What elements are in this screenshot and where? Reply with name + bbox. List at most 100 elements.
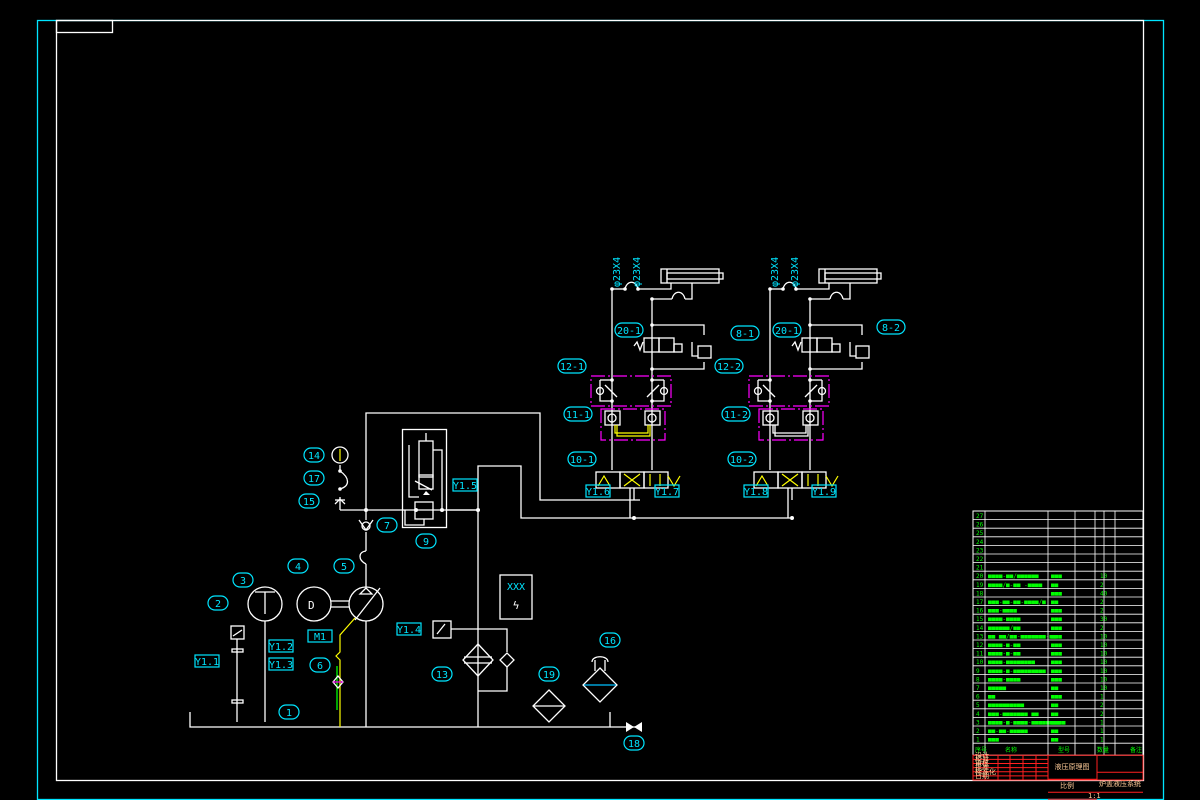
balloon-b11_2 — [721, 406, 751, 422]
check-valve-icon — [647, 413, 657, 423]
parts-row-no: 26 — [976, 522, 984, 529]
parts-row-no: 16 — [976, 608, 984, 615]
parts-row-spec: ■■ — [1051, 737, 1059, 744]
check-valve-icon — [753, 386, 763, 396]
parts-row-qty: 1 — [1100, 694, 1104, 701]
check-valve-icon — [817, 386, 827, 396]
parts-row-qty: 2 — [1100, 702, 1104, 709]
balloon-label: 8-2 — [882, 323, 900, 334]
balloon-label: 10-1 — [570, 455, 594, 466]
balloon-label: 12-2 — [717, 362, 741, 373]
parts-row-no: 4 — [976, 711, 980, 718]
parts-row-spec: ■■■ — [1051, 633, 1062, 640]
signal-tag-y19 — [811, 484, 837, 498]
balloon-b14 — [303, 447, 325, 463]
balloon-b2 — [207, 595, 229, 611]
inner-frame — [55, 19, 1145, 782]
parts-row-qty: 1 — [1100, 719, 1104, 726]
signal-tag-label: Y1.9 — [812, 487, 836, 498]
parts-row-name: ■■■■■ — [988, 685, 1006, 692]
signal-tag-label: Y1.4 — [397, 625, 421, 636]
balloon-label: 6 — [317, 661, 323, 672]
hose-icon — [829, 291, 844, 300]
balloon-b7 — [376, 517, 398, 533]
title-cell-label: 批准 — [975, 763, 989, 772]
parts-row-name: ■■■■-■-■■ — [988, 642, 1021, 649]
signal-tag-m1 — [307, 629, 333, 643]
parts-row-name: ■■■■■■■■■■ — [988, 702, 1025, 709]
balloon-b11_1 — [563, 406, 593, 422]
parts-row-spec: ■■■ — [1051, 590, 1062, 597]
parts-row-no: 23 — [976, 547, 984, 554]
check-valve-icon — [805, 413, 815, 423]
hose-icon — [671, 291, 686, 300]
parts-row-spec: ■■ — [1051, 582, 1059, 589]
parts-row-no: 27 — [976, 513, 984, 520]
parts-row-spec: ■■■ — [1051, 668, 1062, 675]
parts-row-name: ■■■■-■■■■ — [988, 616, 1021, 623]
parts-row-no: 14 — [976, 625, 984, 632]
cylinder-note: φ23X4 — [790, 257, 801, 287]
balloon-b17 — [303, 470, 325, 486]
signal-tag-label: Y1.2 — [269, 642, 293, 653]
parts-row-no: 9 — [976, 668, 980, 675]
balloon-b20_1b — [772, 322, 802, 338]
cylinder-icon — [818, 268, 878, 284]
signal-tag-label: Y1.3 — [269, 660, 293, 671]
parts-row-qty: 2 — [1100, 599, 1104, 606]
pressure-valve-icon — [697, 345, 712, 359]
parts-header-spec: 型号 — [1058, 746, 1070, 754]
parts-row-name: ■■■■-■■■■■■■■ — [988, 659, 1035, 666]
directional-valve-icon — [753, 471, 779, 489]
parts-row-spec: ■■■ — [1051, 573, 1062, 580]
balloon-b8_2 — [876, 319, 906, 335]
air-breather-icon — [582, 667, 618, 703]
balloon-label: 15 — [303, 497, 315, 508]
variable-pump-icon — [348, 586, 384, 622]
balloon-b20_1a — [614, 322, 644, 338]
parts-row-no: 20 — [976, 573, 984, 580]
parts-header-remark: 备注 — [1130, 746, 1142, 754]
title-cell-label: 设计 — [975, 750, 989, 759]
parts-row-name: ■■■ — [988, 737, 999, 744]
balloon-label: 1 — [286, 708, 292, 719]
balloon-label: 11-2 — [724, 410, 748, 421]
parts-row-no: 6 — [976, 694, 980, 701]
balloon-b12_2 — [714, 358, 744, 374]
parts-row-no: 5 — [976, 702, 980, 709]
pressure-gauge-icon — [331, 446, 349, 464]
sight-glass-icon — [332, 674, 344, 690]
cylinder-note: φ23X4 — [612, 257, 623, 287]
balloon-b16 — [599, 632, 621, 648]
parts-row-spec: ■■■ — [1051, 642, 1062, 649]
title-cell-label: 审核 — [975, 759, 989, 768]
return-line — [477, 465, 790, 727]
signal-tag-label: M1 — [314, 632, 326, 643]
parts-row-no: 2 — [976, 728, 980, 735]
parts-row-no: 21 — [976, 565, 984, 572]
parts-row-spec: ■■■ — [1051, 608, 1062, 615]
parts-row-spec: ■■ — [1051, 599, 1059, 606]
parts-row-qty: 2 — [1100, 625, 1104, 632]
balloon-label: 9 — [423, 537, 429, 548]
parts-row-no: 24 — [976, 539, 984, 546]
balloon-b12_1 — [557, 358, 587, 374]
balloon-b19 — [538, 666, 560, 682]
parts-row-name: ■■■■-■■■■ — [988, 676, 1021, 683]
signal-tag-label: Y1.8 — [744, 487, 768, 498]
drawing-name: 液压原理图 — [1055, 762, 1090, 771]
parts-row-no: 17 — [976, 599, 984, 606]
drain-valve-icon — [626, 722, 634, 732]
title-cell-label: 校对 — [975, 754, 989, 763]
balloon-b5 — [333, 558, 355, 574]
parts-row-spec: ■■■ — [1051, 659, 1062, 666]
pilot-check-group — [758, 408, 824, 441]
cooler-icon — [532, 689, 566, 723]
balloon-label: 4 — [295, 562, 301, 573]
parts-header-no: 序号 — [975, 746, 987, 754]
parts-row-no: 1 — [976, 737, 980, 744]
signal-tag-label: Y1.7 — [655, 487, 679, 498]
tank-line — [189, 712, 611, 728]
parts-header-qty: 数量 — [1097, 746, 1109, 754]
